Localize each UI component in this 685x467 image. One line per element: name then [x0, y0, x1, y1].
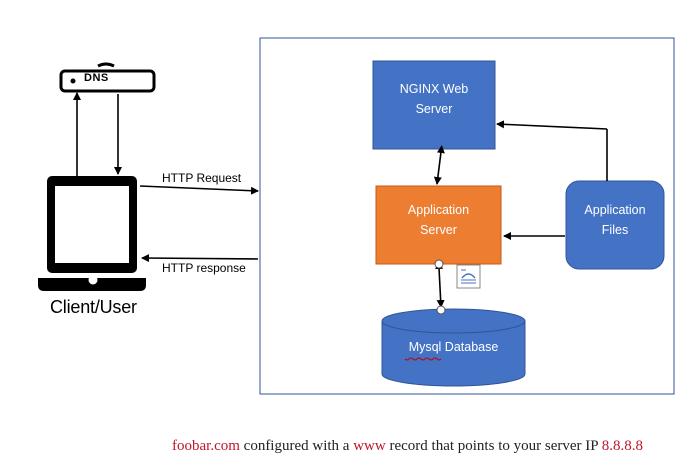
- layout-options-icon: [456, 264, 481, 289]
- dns-server-icon: [59, 62, 156, 93]
- app-files-box: [565, 180, 665, 270]
- dns-label: DNS: [84, 72, 109, 84]
- nginx-server-label: NGINX Web Server: [399, 82, 469, 116]
- laptop-icon: [38, 176, 146, 291]
- caption-record: www: [353, 438, 386, 454]
- nginx-app-server-arrow: [433, 145, 445, 185]
- caption-text-2: record that points to your server IP: [385, 438, 602, 454]
- mysql-database-cylinder: [381, 308, 526, 387]
- app-server-database-arrow: [435, 261, 445, 308]
- connector-handle-bottom: [436, 305, 446, 315]
- spellcheck-underline: [404, 357, 442, 361]
- files-to-nginx-arrow: [496, 120, 608, 130]
- app-files-label: Application Files: [584, 203, 646, 237]
- http-request-arrow: [139, 185, 259, 195]
- http-response-label: HTTP response: [162, 261, 246, 275]
- http-response-arrow: [141, 254, 259, 263]
- mysql-database-label: Mysql Database: [408, 340, 499, 354]
- caption-domain: foobar.com: [172, 438, 240, 454]
- client-user-label: Client/User: [50, 297, 137, 317]
- http-request-label: HTTP Request: [162, 171, 242, 185]
- app-server-label: Application Server: [407, 203, 470, 237]
- connector-handle-top: [434, 259, 444, 269]
- caption: foobar.com configured with a www record …: [172, 438, 643, 455]
- caption-text-1: configured with a: [239, 438, 354, 454]
- caption-ip: 8.8.8.8: [601, 438, 644, 454]
